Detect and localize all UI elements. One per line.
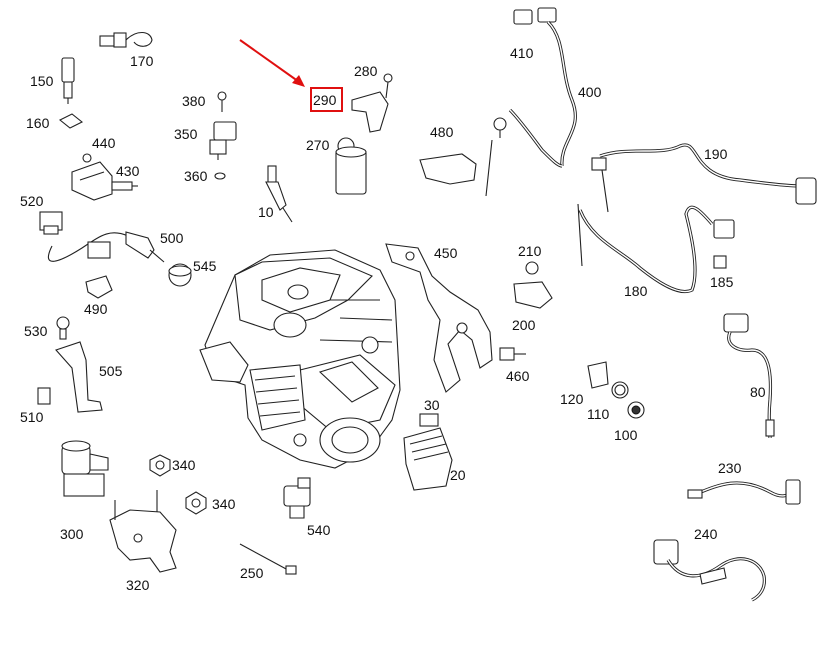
part-460-bolt[interactable]: [499, 347, 526, 361]
part-300-actuator[interactable]: [61, 440, 109, 497]
part-10-glowplug[interactable]: [265, 165, 293, 223]
callout-20[interactable]: 20: [450, 467, 466, 483]
highlight-arrow: [239, 39, 303, 85]
part-185-clip[interactable]: [713, 255, 727, 269]
part-545-plug[interactable]: [168, 263, 192, 287]
callout-230[interactable]: 230: [718, 460, 742, 476]
part-450-bracket[interactable]: [385, 243, 493, 393]
part-440-bracket[interactable]: [71, 153, 113, 201]
callout-400[interactable]: 400: [578, 84, 602, 100]
callout-30[interactable]: 30: [424, 397, 440, 413]
part-290-clamp[interactable]: [351, 91, 389, 133]
callout-240[interactable]: 240: [694, 526, 718, 542]
part-150-sensor[interactable]: [61, 57, 75, 104]
callout-540[interactable]: 540: [307, 522, 331, 538]
callout-500[interactable]: 500: [160, 230, 184, 246]
part-240-sensor[interactable]: [653, 539, 766, 602]
part-400-sensor-harness[interactable]: [485, 20, 577, 197]
part-480-sensor[interactable]: [419, 117, 507, 185]
part-270-injector[interactable]: [335, 137, 367, 195]
callout-530[interactable]: 530: [24, 323, 48, 339]
callout-120[interactable]: 120: [560, 391, 584, 407]
callout-340a[interactable]: 340: [172, 457, 196, 473]
part-340b-nut[interactable]: [185, 491, 207, 515]
callout-150[interactable]: 150: [30, 73, 54, 89]
callout-300[interactable]: 300: [60, 526, 84, 542]
callout-450[interactable]: 450: [434, 245, 458, 261]
part-380-bolt[interactable]: [217, 91, 227, 112]
callout-labels: 170 150 160 440 430 520 500 545 490 530 …: [20, 45, 766, 593]
part-180-sensor[interactable]: [577, 203, 735, 294]
callout-505[interactable]: 505: [99, 363, 123, 379]
callout-185[interactable]: 185: [710, 274, 734, 290]
callout-510[interactable]: 510: [20, 409, 44, 425]
callout-350[interactable]: 350: [174, 126, 198, 142]
callout-380[interactable]: 380: [182, 93, 206, 109]
part-280-bolt[interactable]: [383, 73, 393, 99]
part-320-bracket[interactable]: [109, 490, 177, 573]
callout-210[interactable]: 210: [518, 243, 542, 259]
callout-250[interactable]: 250: [240, 565, 264, 581]
callout-340b[interactable]: 340: [212, 496, 236, 512]
callout-490[interactable]: 490: [84, 301, 108, 317]
part-100-sensor[interactable]: [627, 401, 645, 419]
part-250-sensor[interactable]: [239, 543, 297, 575]
part-190-sensor[interactable]: [591, 143, 817, 213]
part-360-oring[interactable]: [214, 172, 226, 180]
part-510-clip[interactable]: [37, 387, 51, 405]
part-30-connector[interactable]: [419, 413, 439, 427]
part-20-controlunit[interactable]: [403, 427, 453, 491]
engine-assembly: [199, 249, 401, 469]
callout-290[interactable]: 290: [313, 92, 337, 108]
part-520-connector[interactable]: [39, 211, 63, 235]
part-430-sensor[interactable]: [111, 181, 138, 191]
callout-10[interactable]: 10: [258, 204, 274, 220]
callout-110[interactable]: 110: [587, 406, 610, 422]
callout-200[interactable]: 200: [512, 317, 536, 333]
part-110-oring[interactable]: [611, 381, 629, 399]
callout-190[interactable]: 190: [704, 146, 728, 162]
part-200-sensor[interactable]: [513, 281, 553, 309]
callout-80[interactable]: 80: [750, 384, 766, 400]
callout-100[interactable]: 100: [614, 427, 638, 443]
part-230-sensor[interactable]: [687, 479, 801, 505]
callout-430[interactable]: 430: [116, 163, 140, 179]
highlight-box-290: [310, 87, 343, 112]
part-210-nut[interactable]: [525, 261, 539, 275]
part-160-clip[interactable]: [58, 113, 84, 129]
callout-460[interactable]: 460: [506, 368, 530, 384]
callout-520[interactable]: 520: [20, 193, 44, 209]
callout-170[interactable]: 170: [130, 53, 154, 69]
part-120-clip[interactable]: [587, 361, 609, 389]
part-540-valve[interactable]: [283, 477, 311, 519]
part-350-sensor[interactable]: [209, 121, 237, 160]
callout-280[interactable]: 280: [354, 63, 378, 79]
part-170-connector[interactable]: [99, 31, 153, 48]
callout-180[interactable]: 180: [624, 283, 648, 299]
callout-440[interactable]: 440: [92, 135, 116, 151]
callout-410[interactable]: 410: [510, 45, 534, 61]
callout-320[interactable]: 320: [126, 577, 150, 593]
part-505-bracket[interactable]: [55, 341, 103, 413]
highlight-arrow-head: [292, 75, 305, 87]
part-340a-nut[interactable]: [149, 454, 171, 477]
callout-270[interactable]: 270: [306, 137, 330, 153]
part-410-connector[interactable]: [513, 7, 557, 25]
callout-480[interactable]: 480: [430, 124, 454, 140]
part-530-bolt[interactable]: [56, 316, 70, 340]
callout-160[interactable]: 160: [26, 115, 50, 131]
part-500-sensor[interactable]: [47, 231, 165, 263]
callout-545[interactable]: 545: [193, 258, 217, 274]
part-490-clamp[interactable]: [85, 275, 113, 299]
part-80-sensor[interactable]: [723, 313, 775, 439]
callout-360[interactable]: 360: [184, 168, 208, 184]
